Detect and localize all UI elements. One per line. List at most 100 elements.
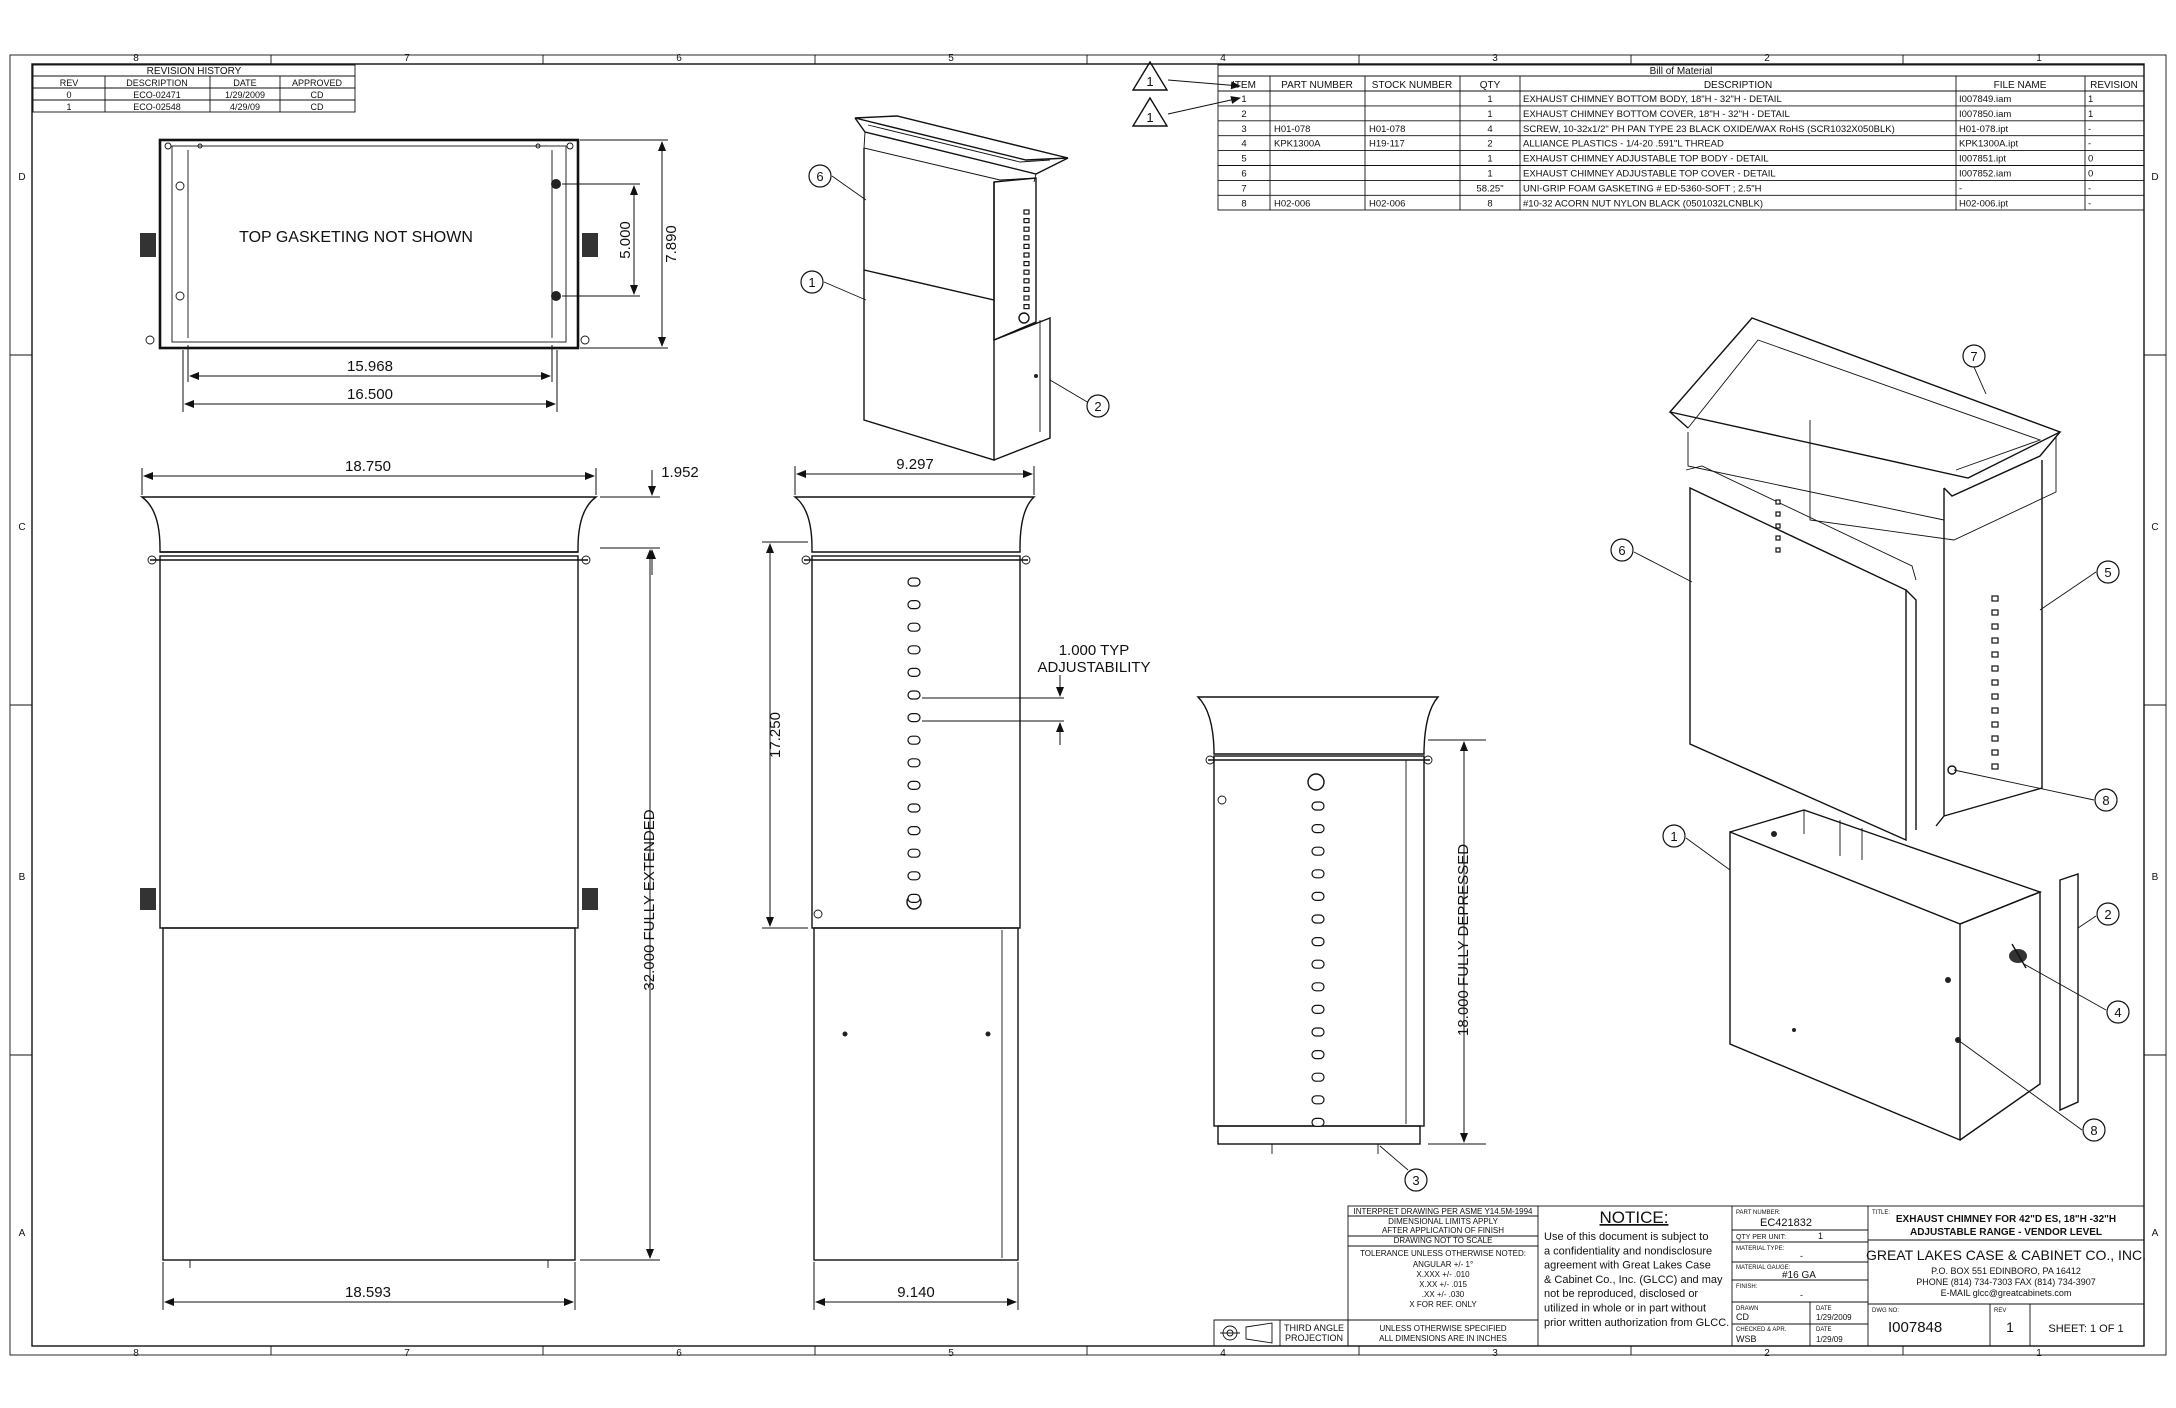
rev-hist-cell: ECO-02471	[133, 90, 181, 100]
adjustment-slot	[1311, 1049, 1325, 1060]
rev-hist-header: DESCRIPTION	[126, 78, 188, 88]
bom-part-number: H02-006	[1274, 198, 1310, 209]
dim-top-inner-width: 15.968	[347, 358, 393, 375]
finish: -	[1800, 1290, 1803, 1300]
material-gauge: #16 GA	[1782, 1270, 1816, 1281]
tolerance-line: INTERPRET DRAWING PER ASME Y14.5M-1994	[1353, 1207, 1533, 1216]
drawn-by: CD	[1736, 1312, 1749, 1322]
adjustment-slot	[1775, 523, 1781, 529]
iso-view-exploded	[1668, 317, 2079, 1142]
bom-revision: -	[2088, 139, 2091, 150]
title-line2: ADJUSTABLE RANGE - VENDOR LEVEL	[1910, 1227, 2102, 1238]
adjustment-slot	[907, 825, 921, 836]
adjustment-slot	[1991, 735, 1999, 742]
balloon-8-upper: 8	[2102, 793, 2109, 808]
adjustment-slot	[1023, 252, 1030, 258]
zone-row-left-C: C	[18, 522, 25, 533]
adjustment-slot	[1991, 595, 1999, 602]
units-line1: UNLESS OTHERWISE SPECIFIED	[1380, 1324, 1507, 1333]
company-email: E-MAIL glcc@greatcabinets.com	[1941, 1288, 2072, 1298]
balloon-6: 6	[1618, 543, 1625, 558]
bom-file-name: I007851.ipt	[1959, 154, 2006, 165]
bom-qty: 4	[1487, 124, 1492, 135]
bom-header: REVISION	[2090, 80, 2138, 91]
tolerance-line: X.XX +/- .015	[1419, 1280, 1467, 1289]
checked-by: WSB	[1736, 1334, 1757, 1344]
adjustment-slot	[1991, 707, 1999, 714]
zone-col-bottom-7: 7	[404, 1348, 410, 1359]
tolerance-line: TOLERANCE UNLESS OTHERWISE NOTED:	[1360, 1249, 1526, 1258]
part-number: EC421832	[1760, 1217, 1812, 1229]
adjustment-slot	[1023, 278, 1030, 284]
depressed-view: 18.000 FULLY DEPRESSED	[1196, 696, 1486, 1154]
bom-description: EXHAUST CHIMNEY ADJUSTABLE TOP BODY - DE…	[1523, 154, 1769, 165]
dim-front-bottom-width: 18.593	[345, 1284, 391, 1301]
bom-description: EXHAUST CHIMNEY BOTTOM COVER, 18"H - 32"…	[1523, 109, 1790, 120]
bom-qty: 8	[1487, 198, 1492, 209]
adjustment-slot	[907, 599, 921, 610]
zone-col-top-4: 4	[1220, 53, 1226, 64]
adjustment-slot	[907, 871, 921, 881]
adjustment-slot	[1991, 693, 1999, 700]
notice-line: prior written authorization from GLCC.	[1544, 1317, 1729, 1329]
adjustment-slot	[1775, 547, 1781, 553]
rev-hist-header: DATE	[233, 78, 256, 88]
zone-col-bottom-6: 6	[676, 1348, 682, 1359]
bom-revision: 1	[2088, 94, 2093, 105]
drawn-date: 1/29/2009	[1816, 1313, 1852, 1322]
adjustment-slot	[1311, 801, 1325, 811]
bom-qty: 2	[1487, 139, 1492, 150]
zone-row-right-C: C	[2151, 522, 2158, 533]
adjustment-slot	[1991, 749, 1999, 756]
tolerance-line: ANGULAR +/- 1°	[1413, 1260, 1473, 1269]
checked-date-label: DATE	[1816, 1327, 1832, 1333]
adjustment-slot	[1311, 1004, 1325, 1015]
bom-revision: 1	[2088, 109, 2093, 120]
tolerance-line: X FOR REF. ONLY	[1409, 1300, 1477, 1309]
bom-file-name: I007850.iam	[1959, 109, 2011, 120]
bom-file-name: I007849.iam	[1959, 94, 2011, 105]
dim-front-flange-height: 1.952	[661, 464, 699, 481]
adjustment-slot	[1023, 269, 1030, 275]
rev-hist-cell: CD	[311, 102, 324, 112]
dwg-no-label: DWG NO:	[1872, 1308, 1899, 1314]
tolerance-line: X.XXX +/- .010	[1416, 1270, 1470, 1279]
notice-line: a confidentiality and nondisclosure	[1544, 1245, 1712, 1257]
adjustment-slot	[1023, 261, 1030, 267]
dim-depressed-height: 18.000 FULLY DEPRESSED	[1455, 844, 1472, 1036]
adjustment-slot	[1775, 535, 1781, 541]
bom-stock-number: H02-006	[1369, 198, 1405, 209]
bom-file-name: -	[1959, 183, 1962, 194]
bom-qty: 1	[1487, 109, 1492, 120]
rev-hist-cell: ECO-02548	[133, 102, 181, 112]
zone-col-top-1: 1	[2036, 53, 2042, 64]
rev-hist-cell: 4/29/09	[230, 102, 260, 112]
zone-col-top-7: 7	[404, 53, 410, 64]
bom-header: ITEM	[1232, 80, 1256, 91]
adjustment-slot	[907, 848, 921, 858]
third-angle-projection-icon	[1220, 1322, 1273, 1344]
bom-revision: 0	[2088, 154, 2093, 165]
iso-view-small	[854, 115, 1069, 461]
company-name: GREAT LAKES CASE & CABINET CO., INC.	[1866, 1247, 2146, 1263]
adjustment-slot	[1023, 295, 1030, 301]
adjustment-slot	[1991, 679, 1999, 686]
adjustment-slot	[1023, 243, 1030, 249]
tolerance-line: .XX +/- .030	[1422, 1290, 1465, 1299]
bom-file-name: KPK1300A.ipt	[1959, 139, 2019, 150]
adjustment-slot	[1991, 609, 1999, 616]
balloon-8-lower: 8	[2090, 1123, 2097, 1138]
bom-revision: -	[2088, 183, 2091, 194]
balloon-1: 1	[1670, 829, 1677, 844]
zone-col-top-6: 6	[676, 53, 682, 64]
notice-line: agreement with Great Lakes Case	[1544, 1260, 1711, 1272]
adjustment-slot	[1991, 721, 1999, 728]
rev-hist-header: REV	[60, 78, 79, 88]
adjustment-slot	[907, 577, 921, 587]
balloon-7: 7	[1970, 349, 1977, 364]
dim-side-upper-height: 17.250	[767, 712, 784, 758]
zone-row-left-B: B	[19, 872, 26, 883]
top-view-note: TOP GASKETING NOT SHOWN	[239, 229, 473, 246]
adjustment-slot	[1023, 286, 1030, 292]
